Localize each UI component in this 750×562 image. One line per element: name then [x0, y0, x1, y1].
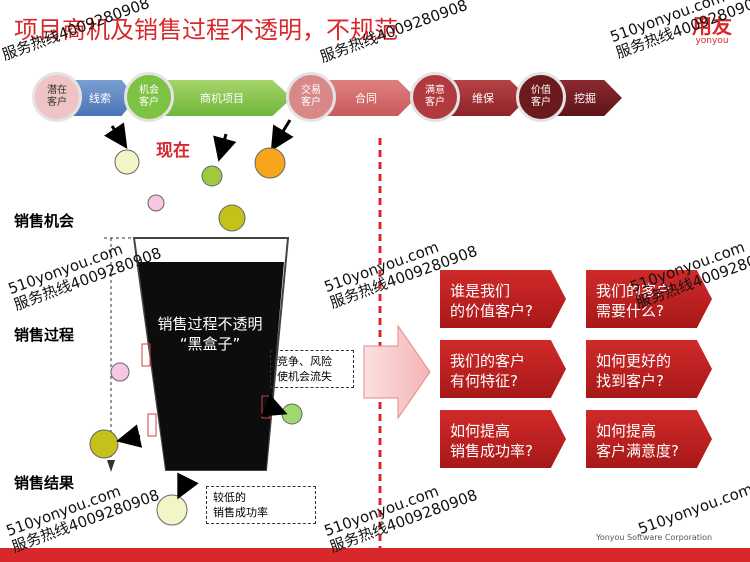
link-label: 维保 [472, 92, 494, 105]
question-customer-needs: 我们的客户 需要什么? [586, 270, 712, 328]
funnel-text: 销售过程不透明 “黑盒子” [140, 314, 280, 354]
question-customer-traits: 我们的客户 有何特征? [440, 340, 566, 398]
link-label: 挖掘 [574, 92, 596, 105]
question-text: 我们的客户 需要什么? [596, 282, 672, 320]
arrow-down-1 [104, 122, 128, 149]
dot-pink [147, 194, 165, 212]
question-satisfaction: 如何提高 客户满意度? [586, 410, 712, 468]
dot-lost-green [281, 403, 303, 425]
stage-value: 价值 客户 [516, 72, 566, 122]
dot-orange [254, 147, 286, 179]
funnel-black-box [138, 262, 284, 470]
arrow-right [260, 394, 288, 417]
logo-main: 用友 [692, 14, 732, 38]
question-find-customers: 如何更好的 找到客户? [586, 340, 712, 398]
link-label: 合同 [355, 92, 377, 105]
question-text: 谁是我们 的价值客户? [450, 282, 533, 320]
dot-olive [218, 204, 246, 232]
dot-green [201, 165, 223, 187]
note-opportunity-loss: 竞争、风险 使机会流失 [270, 350, 354, 388]
link-label: 线索 [89, 92, 111, 105]
funnel-line-2: “黑盒子” [179, 335, 241, 353]
leak-left-lower [147, 413, 157, 437]
label-sales-process: 销售过程 [14, 326, 75, 344]
link-label: 商机项目 [200, 92, 244, 105]
axis-arrow-head [107, 460, 115, 472]
question-text: 如何更好的 找到客户? [596, 352, 672, 390]
arrow-bottom [177, 472, 199, 500]
funnel-line-1: 销售过程不透明 [157, 315, 263, 333]
question-text: 我们的客户 有何特征? [450, 352, 526, 390]
label-sales-opportunity: 销售机会 [14, 212, 75, 230]
pipeline-link-projects: 商机项目 [152, 80, 292, 116]
now-label: 现在 [156, 141, 190, 161]
note-low-success: 较低的 销售成功率 [206, 486, 316, 524]
stage-label: 潜在 客户 [47, 85, 67, 108]
stage-label: 价值 客户 [531, 85, 551, 108]
stage-deal: 交易 客户 [286, 72, 336, 122]
stage-satisfied: 满意 客户 [410, 72, 460, 122]
question-text: 如何提高 销售成功率? [450, 422, 533, 460]
dot-result [156, 494, 188, 526]
label-sales-result: 销售结果 [14, 474, 75, 492]
arrow-down-3 [270, 119, 294, 152]
stage-potential: 潜在 客户 [32, 72, 82, 122]
footer-company: Yonyou Software Corporation [596, 533, 713, 542]
question-text: 如何提高 客户满意度? [596, 422, 679, 460]
leak-left-upper [141, 343, 151, 367]
stage-label: 机会 客户 [139, 85, 159, 108]
arrow-down-2 [213, 133, 237, 162]
stage-label: 交易 客户 [301, 85, 321, 108]
logo-sub: yonyou [695, 36, 729, 46]
dot-pale-yellow [114, 149, 140, 175]
dot-lost-pink [110, 362, 130, 382]
page-title: 项目商机及销售过程不透明，不规范 [14, 16, 398, 44]
question-success-rate: 如何提高 销售成功率? [440, 410, 566, 468]
stage-opportunity: 机会 客户 [124, 72, 174, 122]
footer-bar [0, 548, 750, 562]
stage-label: 满意 客户 [425, 85, 445, 108]
arrow-left [116, 424, 143, 448]
big-right-arrow [363, 324, 431, 420]
yonyou-logo: 用友 yonyou [692, 16, 732, 46]
question-value-customer: 谁是我们 的价值客户? [440, 270, 566, 328]
dot-lost-olive [89, 429, 119, 459]
